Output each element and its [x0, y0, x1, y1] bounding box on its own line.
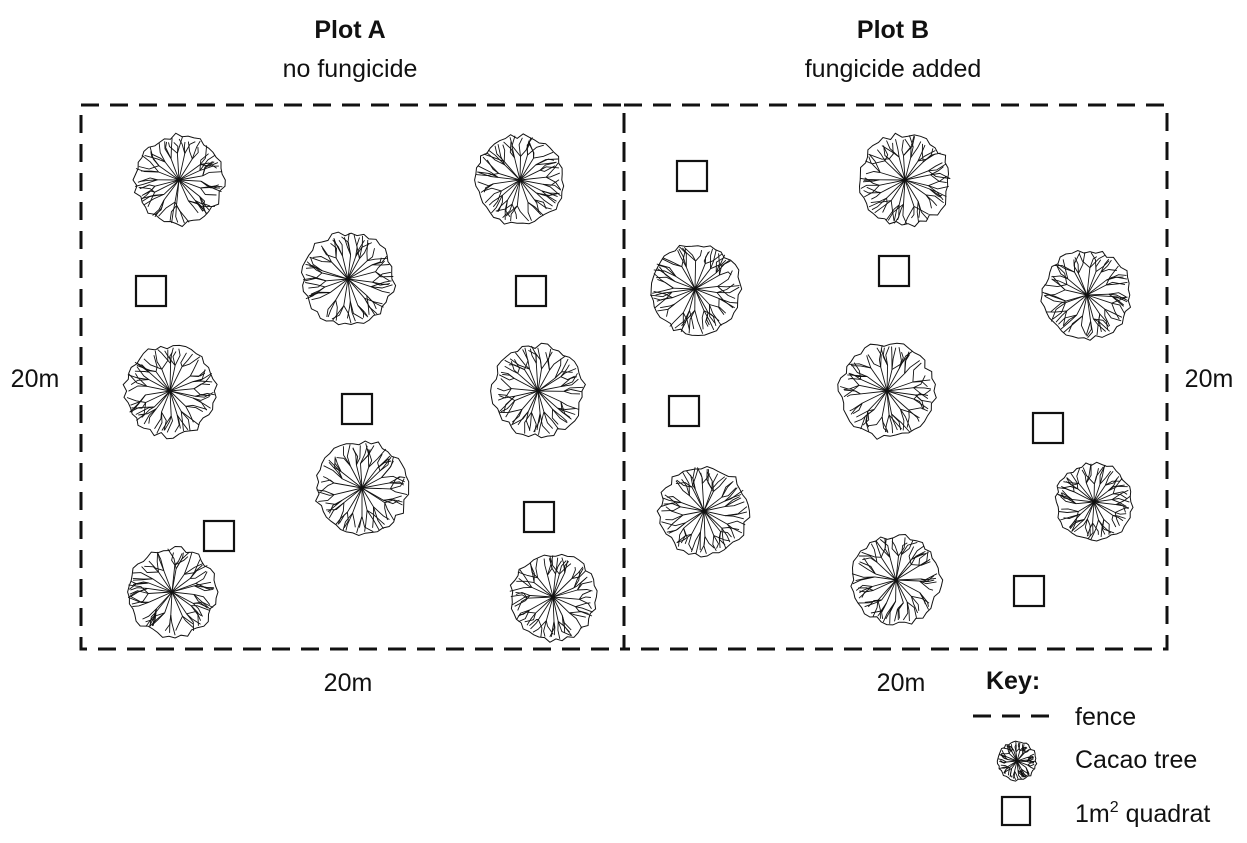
quadrat-square-icon — [675, 159, 709, 193]
key-quadrat-label: 1m2 quadrat — [1075, 799, 1210, 828]
quadrat-square-icon — [522, 500, 556, 534]
plot-b-fence — [622, 103, 1169, 651]
plot-a-subtitle: no fungicide — [283, 55, 418, 83]
cacao-tree-icon — [850, 533, 944, 626]
cacao-tree-icon — [300, 231, 397, 326]
key-quadrat-prefix: 1m — [1075, 800, 1110, 828]
plot-b-bottom-dimension: 20m — [877, 669, 926, 697]
key-quadrat-superscript: 2 — [1110, 799, 1119, 816]
plot-b-subtitle: fungicide added — [805, 55, 982, 83]
key-quadrat-suffix: quadrat — [1119, 800, 1211, 828]
key-title: Key: — [986, 667, 1040, 695]
cacao-tree-icon — [127, 545, 219, 639]
key-fence-label: fence — [1075, 703, 1136, 731]
cacao-tree-icon — [314, 440, 410, 537]
cacao-tree-icon — [474, 133, 565, 225]
quadrat-square-icon — [134, 274, 168, 308]
plot-b-title: Plot B — [857, 16, 929, 44]
cacao-tree-icon — [650, 244, 743, 337]
plot-a-bottom-dimension: 20m — [324, 669, 373, 697]
plot-a-side-dimension: 20m — [11, 365, 60, 393]
key-quadrat-icon — [1000, 795, 1032, 827]
key: Key: fence Cacao tree 1m2 quadrat — [973, 667, 1210, 828]
cacao-tree-icon — [656, 465, 751, 558]
quadrat-square-icon — [667, 394, 701, 428]
key-tree-icon — [996, 740, 1038, 782]
cacao-tree-icon — [837, 342, 937, 440]
cacao-tree-icon — [509, 553, 598, 643]
cacao-trees — [122, 132, 1134, 643]
quadrats — [134, 159, 1065, 608]
fence — [79, 103, 1169, 651]
quadrat-square-icon — [514, 274, 548, 308]
quadrat-square-icon — [1012, 574, 1046, 608]
key-tree-label: Cacao tree — [1075, 746, 1197, 774]
quadrat-square-icon — [340, 392, 374, 426]
quadrat-square-icon — [202, 519, 236, 553]
cacao-tree-icon — [996, 740, 1038, 782]
cacao-tree-icon — [858, 132, 951, 228]
cacao-tree-icon — [122, 344, 218, 440]
quadrat-square-icon — [877, 254, 911, 288]
cacao-tree-icon — [490, 342, 586, 439]
plot-b-side-dimension: 20m — [1185, 365, 1234, 393]
cacao-tree-icon — [1040, 249, 1132, 341]
quadrat-square-icon — [1031, 411, 1065, 445]
cacao-tree-icon — [1054, 461, 1134, 542]
plot-a-title: Plot A — [314, 16, 385, 44]
cacao-tree-icon — [132, 132, 226, 228]
